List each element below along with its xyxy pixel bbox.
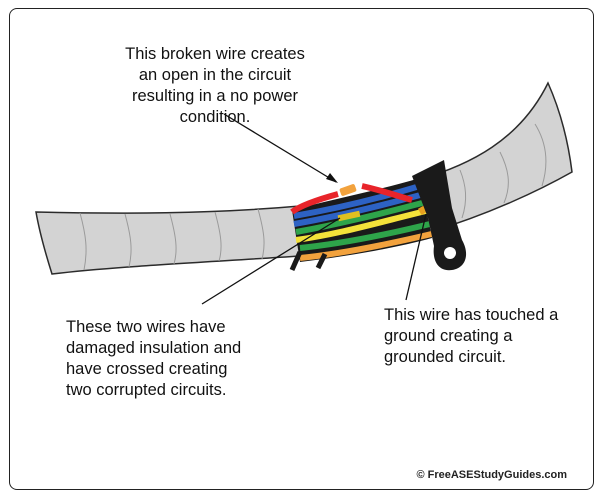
- wire-orange: [299, 229, 441, 261]
- damaged-insulation-spot-1: [337, 210, 361, 222]
- wire-red-right-end: [361, 183, 413, 203]
- pointer-broken-wire: [223, 113, 337, 183]
- callout-broken-wire: This broken wire creates an open in the …: [125, 45, 305, 126]
- harness-right-ribs: [459, 123, 547, 219]
- pointer-lines: [201, 113, 427, 305]
- wire-red-left-end: [290, 191, 339, 215]
- callout-crossed-wires: These two wires have damaged insulation …: [66, 318, 242, 399]
- wire-blue-upper: [293, 183, 421, 219]
- callout-grounded-wire: This wire has touched a ground creating …: [384, 306, 559, 366]
- ground-bracket: [412, 160, 467, 271]
- harness-left-section: [35, 205, 301, 275]
- wire-green-upper: [295, 199, 427, 235]
- wire-red-break-left: [339, 184, 357, 196]
- pointer-crossed-wires: [201, 217, 341, 305]
- harness-right-section: [417, 81, 573, 233]
- harness-left-ribs: [79, 208, 265, 271]
- wire-green-lower: [299, 219, 439, 251]
- wire-yellow: [295, 207, 431, 243]
- ground-bracket-hole: [444, 247, 456, 259]
- pointer-grounded-wire: [405, 213, 427, 301]
- arrowhead-broken-wire: [326, 173, 338, 183]
- wire-drop-1: [289, 250, 303, 272]
- wire-drop-2: [315, 252, 328, 270]
- copyright-credit: © FreeASEStudyGuides.com: [416, 469, 567, 481]
